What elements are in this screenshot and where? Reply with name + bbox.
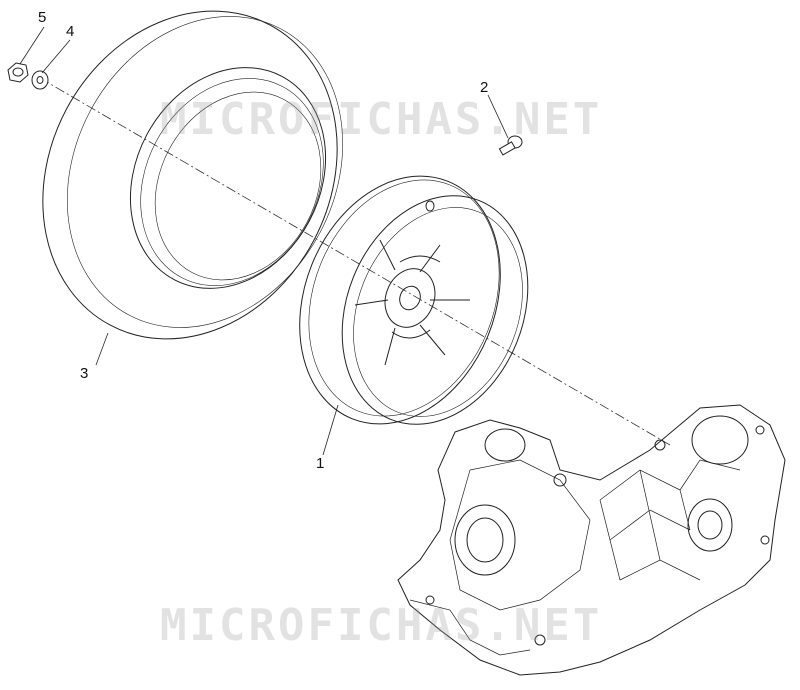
callout-4: 4	[66, 23, 75, 40]
washer	[31, 70, 49, 90]
leader-lines	[19, 26, 509, 456]
watermark-bottom: MICROFICHAS.NET	[160, 600, 603, 651]
callout-1: 1	[316, 455, 325, 472]
tyre	[42, 10, 343, 340]
callout-3: 3	[80, 365, 89, 382]
callout-2: 2	[480, 79, 489, 96]
valve-bolt	[498, 135, 523, 156]
nut	[7, 62, 29, 83]
watermark-top: MICROFICHAS.NET	[160, 94, 603, 145]
engine-crankcase	[397, 404, 786, 676]
wheel-rim	[299, 175, 529, 425]
callout-5: 5	[38, 9, 47, 26]
